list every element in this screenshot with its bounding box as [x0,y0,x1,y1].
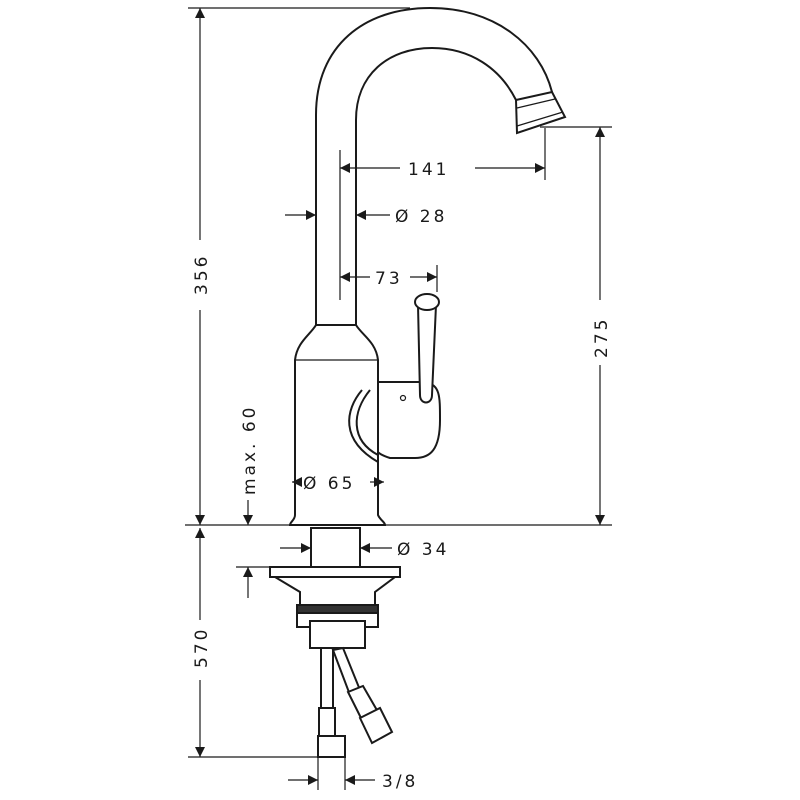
label-3-8: 3/8 [382,772,418,792]
dimension-shank-diameter: Ø 34 [280,540,449,560]
dimension-spout-reach: 141 [340,160,545,180]
faucet-handle [377,293,442,459]
dimension-spout-diameter: Ø 28 [285,207,447,227]
label-diameter-34: Ø 34 [397,540,449,560]
faucet-spout [315,6,567,325]
dimension-max-deck: max. 60 [240,405,260,598]
label-356: 356 [192,254,212,295]
label-141: 141 [408,160,449,180]
dimension-connection-thread: 3/8 [288,772,418,792]
mounting-assembly [269,527,401,649]
label-73: 73 [375,269,403,289]
dimension-handle-offset: 73 [340,269,437,289]
dimension-body-diameter: Ø 65 [292,474,384,494]
label-570: 570 [192,627,212,668]
label-diameter-65: Ø 65 [303,474,355,494]
label-275: 275 [592,317,612,358]
extension-lines [185,7,612,790]
dimension-total-height: 356 [192,7,212,525]
label-diameter-28: Ø 28 [395,207,447,227]
label-max-60: max. 60 [240,405,260,495]
faucet-body [288,324,387,526]
supply-hoses [317,646,394,758]
dimension-below-deck: 570 [192,528,212,757]
dimension-spout-height: 275 [592,127,612,525]
